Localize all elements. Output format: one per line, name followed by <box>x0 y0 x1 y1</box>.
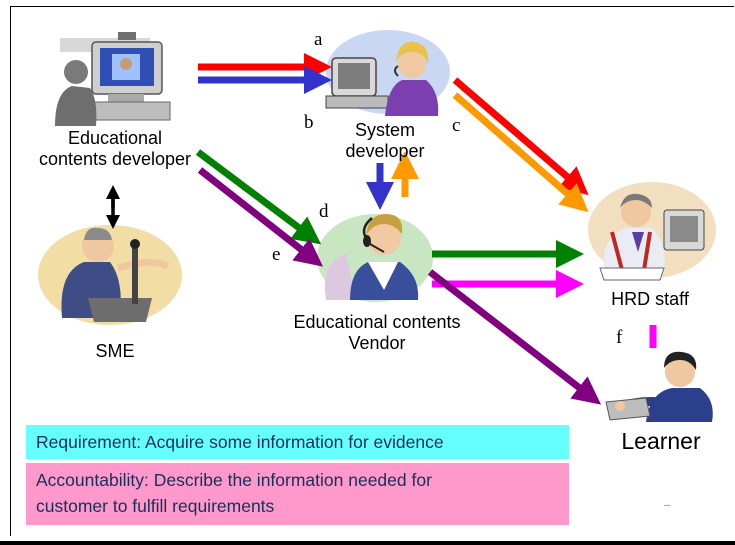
sme-label: SME <box>95 341 135 361</box>
arrow-letter-b: b <box>304 112 314 133</box>
hrd-staff-label: HRD staff <box>611 289 689 309</box>
arrow-letter-f: f <box>616 327 623 348</box>
speaker-at-podium-icon <box>38 225 182 325</box>
arrow-d-green <box>195 149 322 245</box>
content-developer-label: Educational contents developer <box>38 128 192 169</box>
system-developer-label: System developer <box>345 120 425 161</box>
arrow-e-purple <box>197 167 324 267</box>
arrow-a-red-to-hrd <box>452 77 589 196</box>
learner-at-keyboard-icon <box>605 351 713 422</box>
headset-operator-icon <box>317 214 433 302</box>
arrow-letter-c: c <box>452 115 461 136</box>
requirement-legend: Requirement: Acquire some information fo… <box>26 425 569 459</box>
diagram-frame <box>10 6 734 536</box>
arrow-letter-d: d <box>319 201 329 222</box>
bottom-border <box>0 541 735 545</box>
arrow-letter-a: a <box>314 29 323 50</box>
accountability-legend: Accountability: Describe the information… <box>26 463 569 525</box>
page-number: -- <box>664 500 670 510</box>
vendor-label: Educational contents Vendor <box>293 312 461 353</box>
woman-at-computer-icon <box>325 30 450 116</box>
arrow-letter-e: e <box>272 244 281 265</box>
arrow-e-purple-to-learner <box>427 269 602 405</box>
computer-user-icon <box>55 32 171 126</box>
office-worker-icon <box>588 182 716 281</box>
learner-label: Learner <box>621 428 701 454</box>
arrow-c-orange-to-hrd <box>452 92 589 213</box>
